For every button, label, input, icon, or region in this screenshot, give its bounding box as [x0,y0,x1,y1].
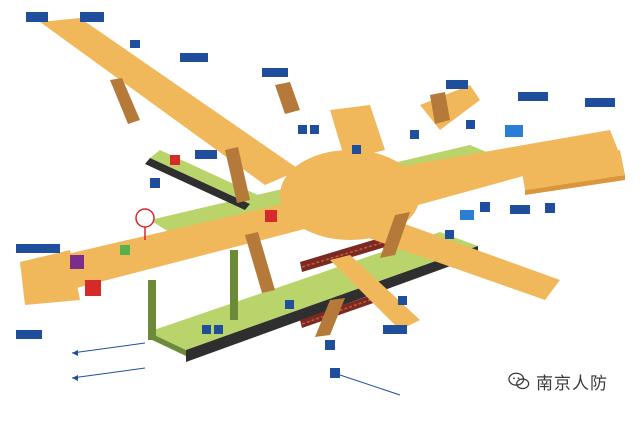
exit-sign [195,150,217,159]
exit-sign [510,205,530,214]
info-marker-circle [135,208,155,228]
exit-sign [518,92,548,101]
wechat-icon [508,372,530,390]
facility-blue [505,125,523,137]
stairway [225,147,250,203]
escalator-icon [298,125,307,134]
arrow-head-icon [72,375,78,381]
exit-sign [16,330,42,339]
facility-icons [202,120,475,334]
column [148,280,156,340]
corridor-southeast [360,215,560,300]
direction-arrow [71,367,146,379]
escalator-icon [445,230,454,239]
lower-platform-edge [148,332,186,356]
stairway [110,78,140,124]
direction-arrow [339,374,401,396]
stairway [315,298,345,337]
lower-rail-stripe [301,295,382,325]
exit-sign [383,325,407,334]
exit-sign [80,12,104,22]
exit-sign [262,68,288,77]
exit-sign [330,368,340,378]
exit-sign [585,98,615,107]
facility-red [170,155,180,165]
facility-blue [460,210,474,220]
toilet-icon [466,120,475,129]
stairways [110,78,450,337]
exit-sign [16,244,60,253]
wing-east-edge [525,175,625,195]
support-columns [148,250,238,340]
stairway [430,92,450,124]
direction-arrow [71,342,146,354]
corridor-north [330,105,385,160]
escalator-icon [202,325,211,334]
stairway [275,82,300,114]
corridor-south [330,255,420,330]
column [230,250,238,320]
watermark-text: 南京人防 [536,373,608,394]
exit-sign [150,178,160,188]
stairway [245,232,275,293]
exit-sign [130,40,140,48]
watermark: 南京人防 [508,368,608,394]
exit-sign [180,53,208,62]
elevator-icon [352,145,361,154]
direction-arrows [71,342,401,396]
facility-red [85,280,101,296]
concourse [20,18,625,330]
wing-west [20,250,80,305]
facility-blocks [70,125,523,296]
facility-purple [70,255,84,269]
arrow-head-icon [72,350,78,356]
elevator-icon [285,300,294,309]
info-marker [135,208,155,240]
corridor-east [380,130,618,210]
escalator-icon [214,325,223,334]
upper-green-track [145,158,250,210]
facility-red [265,210,277,222]
exit-sign [545,203,555,213]
corridor-west [20,200,320,300]
toilet-icon [398,296,407,305]
exit-sign [480,202,490,212]
exit-sign [446,80,468,89]
toilet-icon [410,130,419,139]
corridor-northwest [40,18,300,185]
sign-markers [16,12,615,378]
lower-platform-deck [148,232,478,350]
exit-sign [26,12,48,22]
wing-east [520,150,625,190]
escalator-icon [310,125,319,134]
facility-green [120,245,130,255]
exit-sign [325,340,335,350]
stairway [380,212,410,258]
